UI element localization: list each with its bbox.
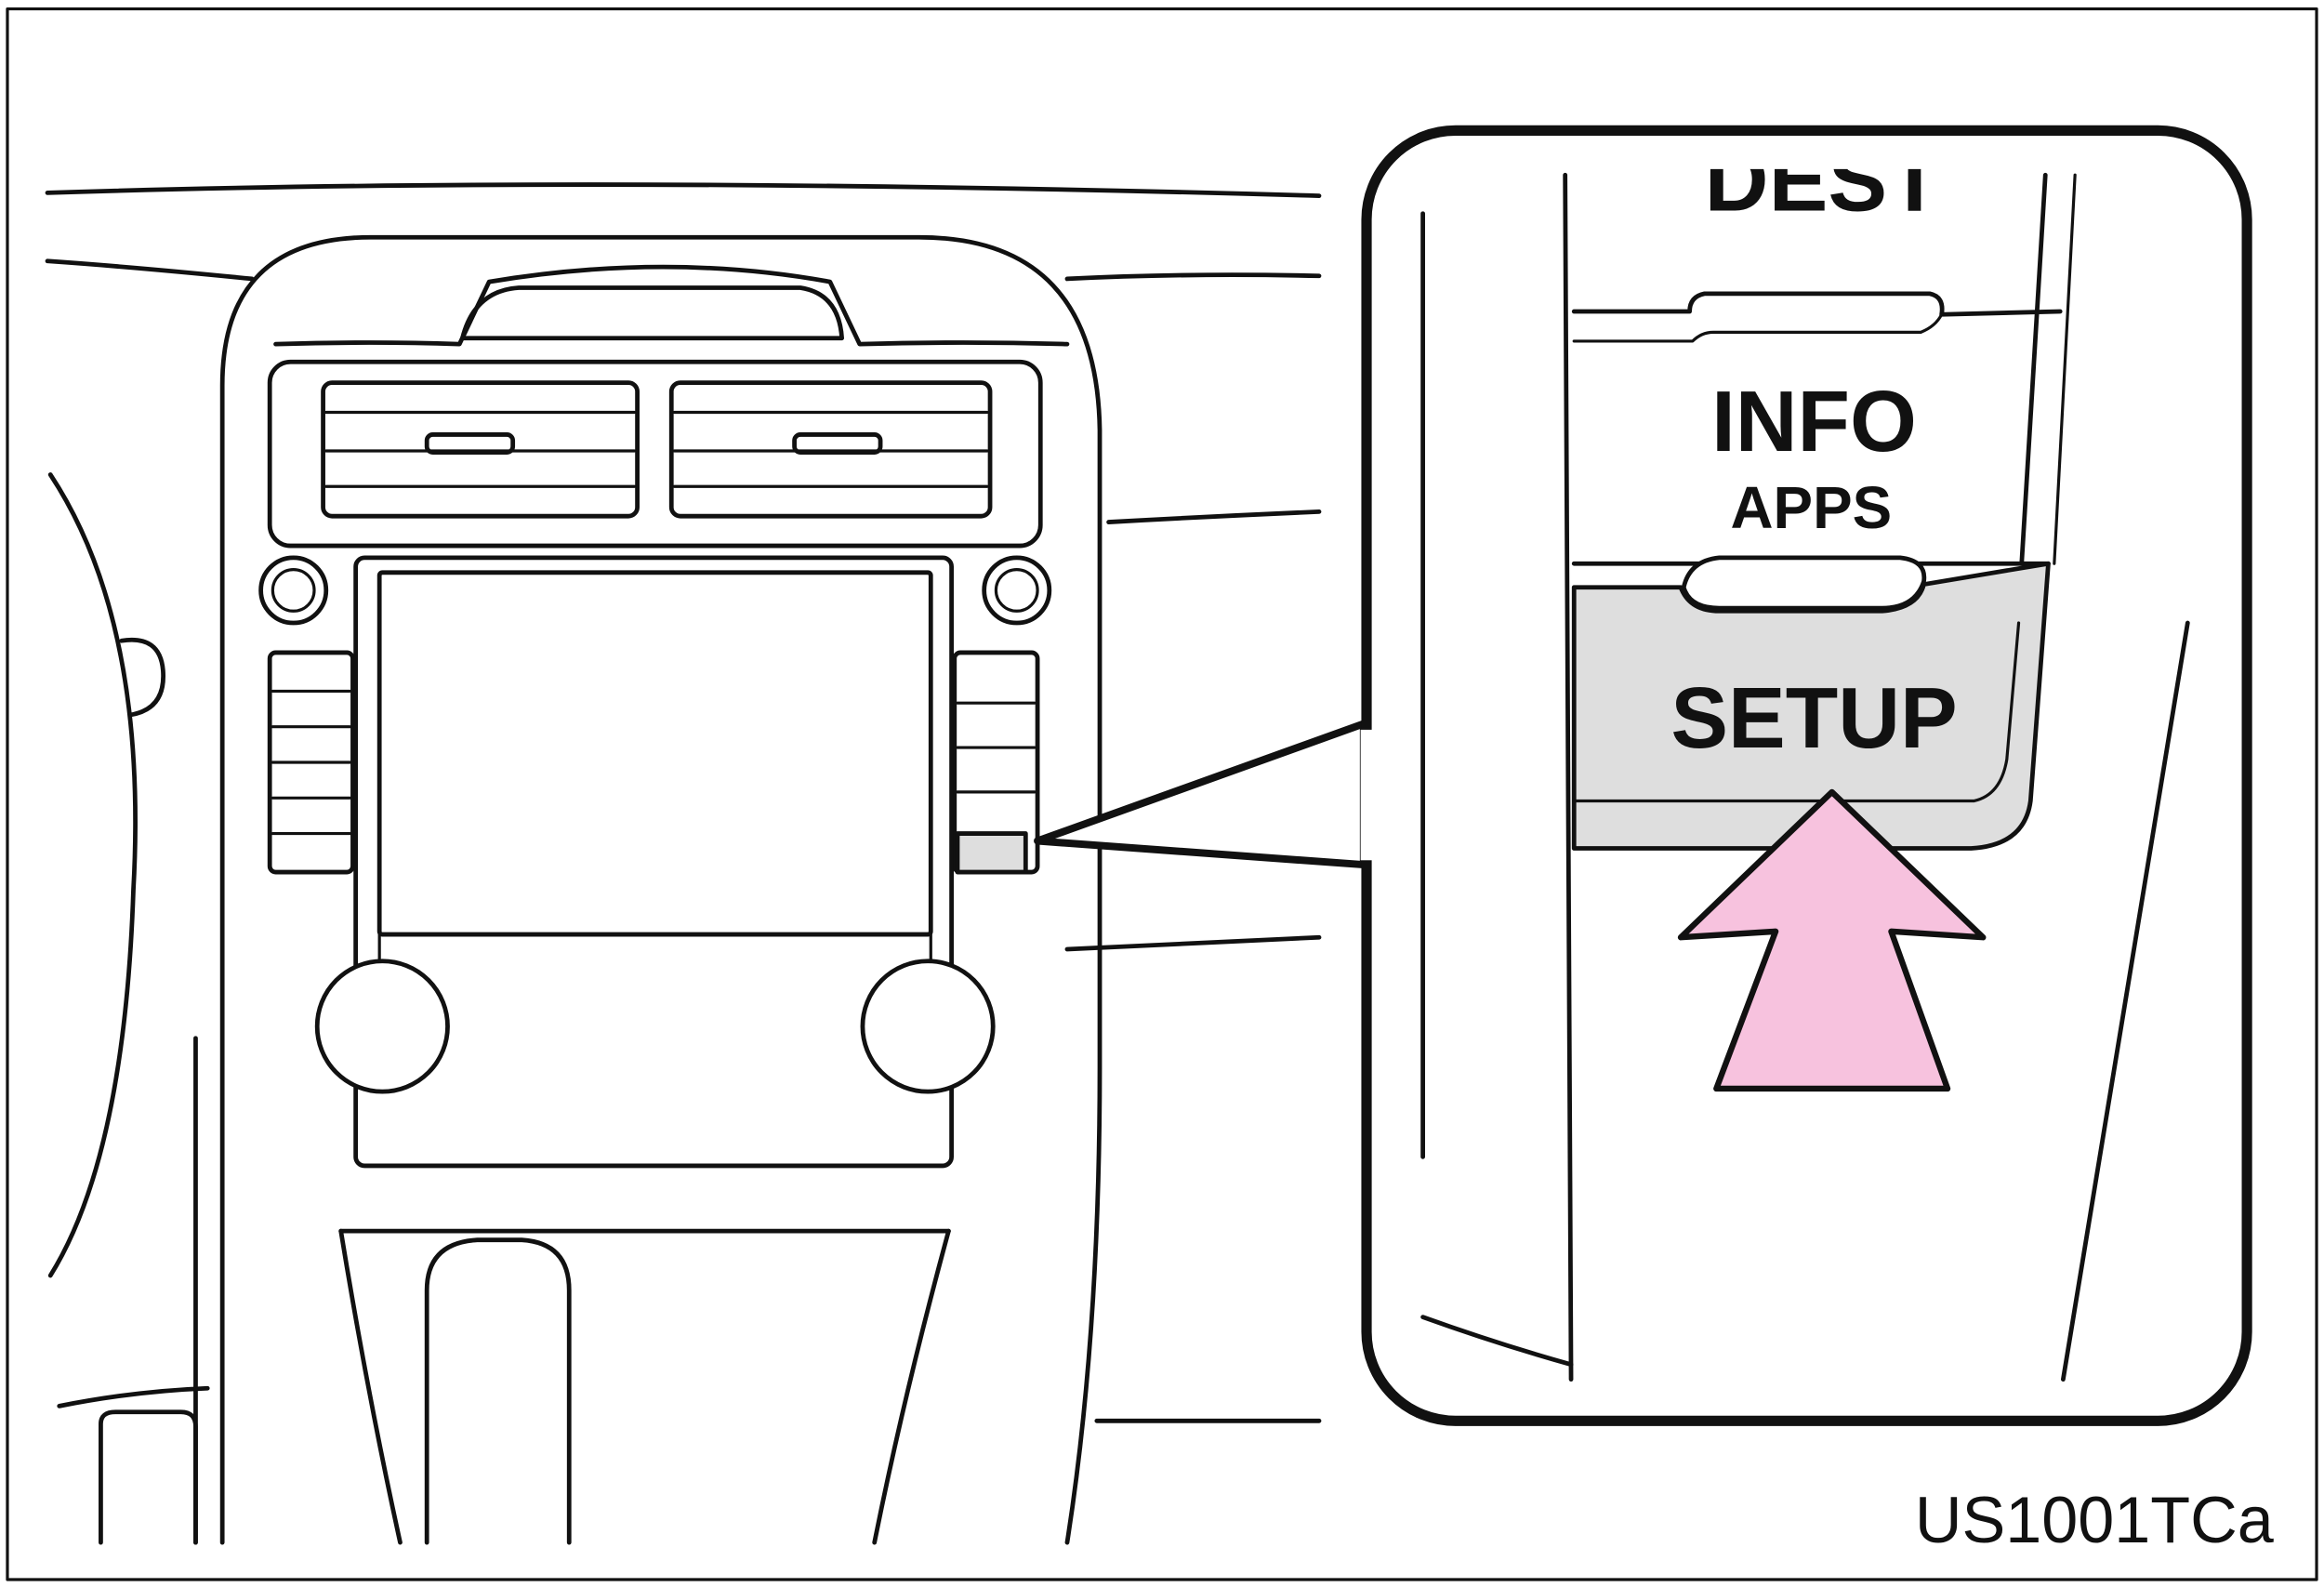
right-knob [860, 959, 996, 1094]
dash-right-line [1064, 272, 1322, 282]
left-button-column [267, 650, 355, 875]
hazard-hood [460, 285, 845, 341]
setup-button-location [955, 831, 1028, 875]
steering-wheel [47, 472, 138, 1278]
left-vent [321, 380, 640, 519]
zoom-callout: DEST INFO APPS SETUP [1360, 125, 2252, 1426]
hood-line [273, 264, 1070, 347]
apps-label: APPS [1731, 474, 1893, 541]
left-vent-tab [424, 432, 516, 455]
dash-right-line-2 [1106, 509, 1322, 524]
setup-button [1571, 561, 2051, 851]
info-label: INFO [1711, 373, 1917, 469]
right-vent-slats [672, 410, 989, 488]
right-vent [668, 380, 993, 519]
left-knee-panel [99, 1409, 198, 1545]
left-knob [314, 959, 450, 1094]
console-right [872, 1228, 951, 1545]
center-stack [219, 234, 1103, 1545]
info-button-ridge [1681, 555, 1927, 611]
vent-surround [267, 359, 1043, 549]
right-round-button [982, 555, 1052, 626]
dash-top-line [45, 182, 1322, 198]
callout-pointer [1034, 720, 1367, 869]
panel-edge-far-right [2060, 620, 2190, 1382]
dashboard-overview [45, 182, 1322, 1545]
dash-right-line-3 [1064, 934, 1322, 952]
left-vent-slats [324, 410, 636, 488]
figure-code: US1001TCa [1915, 1483, 2275, 1556]
left-round-button [258, 555, 329, 626]
up-arrow-icon [1677, 788, 1987, 1092]
lower-left-line [57, 1385, 210, 1408]
figure-border [6, 7, 2318, 1581]
dest-button-edge [1571, 291, 2063, 317]
steering-stalk [119, 637, 165, 718]
console-left [338, 1228, 403, 1545]
panel-edge-bottom [1420, 1315, 1574, 1368]
setup-label: SETUP [1670, 669, 1957, 766]
panel-edge-right [2019, 172, 2048, 566]
panel-divider [1563, 172, 1574, 1382]
display-screen [376, 570, 933, 937]
dash-left-line [45, 258, 255, 282]
right-vent-tab [792, 432, 883, 455]
display-bezel [353, 555, 954, 1169]
shift-lever [424, 1237, 572, 1545]
